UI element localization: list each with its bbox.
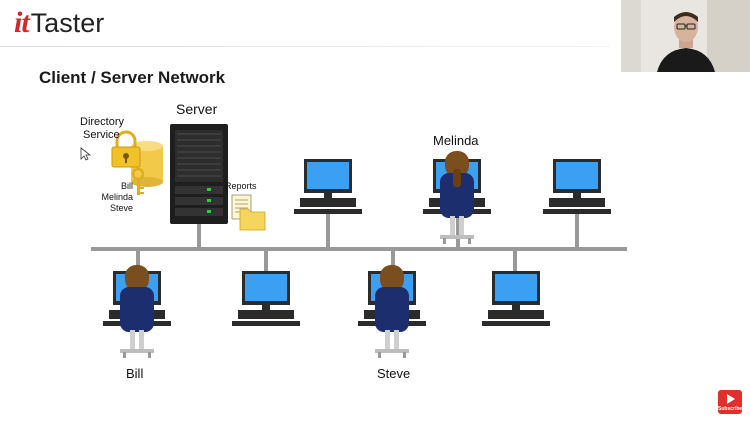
- user-bill-icon: [120, 265, 154, 358]
- server-label: Server: [176, 101, 218, 117]
- presenter-webcam: [621, 0, 750, 72]
- drop-line: [513, 249, 517, 271]
- ittaster-logo: it Taster: [14, 6, 104, 42]
- directory-user-entry: Melinda: [101, 192, 133, 202]
- directory-user-entry: Steve: [109, 203, 133, 213]
- user-label-melinda: Melinda: [433, 133, 479, 148]
- directory-service-label: Directory Service: [80, 116, 124, 142]
- slide-title: Client / Server Network: [39, 68, 226, 87]
- drop-line: [391, 249, 395, 271]
- drop-line: [456, 214, 460, 249]
- subscribe-button[interactable]: Subscribe: [718, 390, 742, 414]
- header-divider: [0, 46, 610, 47]
- server-tower-icon: [170, 124, 228, 224]
- reports-label: Reports: [225, 181, 257, 191]
- client-computer-icon: [294, 159, 362, 214]
- user-label-steve: Steve: [377, 366, 411, 381]
- directory-user-entry: Bill: [120, 181, 133, 191]
- padlock-icon: [111, 130, 141, 168]
- directory-user-list: Bill Melinda Steve: [97, 181, 133, 214]
- play-icon: [727, 394, 735, 404]
- drop-line: [326, 214, 330, 249]
- drop-line: [136, 249, 140, 271]
- drop-line: [575, 214, 579, 249]
- server-drop-line: [197, 224, 201, 249]
- user-label-bill: Bill: [126, 366, 144, 381]
- client-computer-icon: [232, 271, 300, 326]
- presenter-image: [621, 0, 750, 72]
- user-melinda-icon: [440, 151, 474, 244]
- network-backbone: [91, 247, 627, 251]
- folder-icon: [239, 208, 266, 231]
- directory-label-line-1: Directory: [80, 116, 125, 128]
- key-icon: [131, 167, 145, 195]
- logo-it: it: [14, 6, 30, 39]
- subscribe-label: Subscribe: [718, 406, 743, 412]
- user-steve-icon: [375, 265, 409, 358]
- mouse-cursor-icon: [80, 147, 92, 161]
- drop-line: [264, 249, 268, 271]
- client-computer-icon: [543, 159, 611, 214]
- directory-label-line-2: Service: [83, 129, 120, 141]
- client-computer-icon: [482, 271, 550, 326]
- logo-taster: Taster: [30, 8, 105, 38]
